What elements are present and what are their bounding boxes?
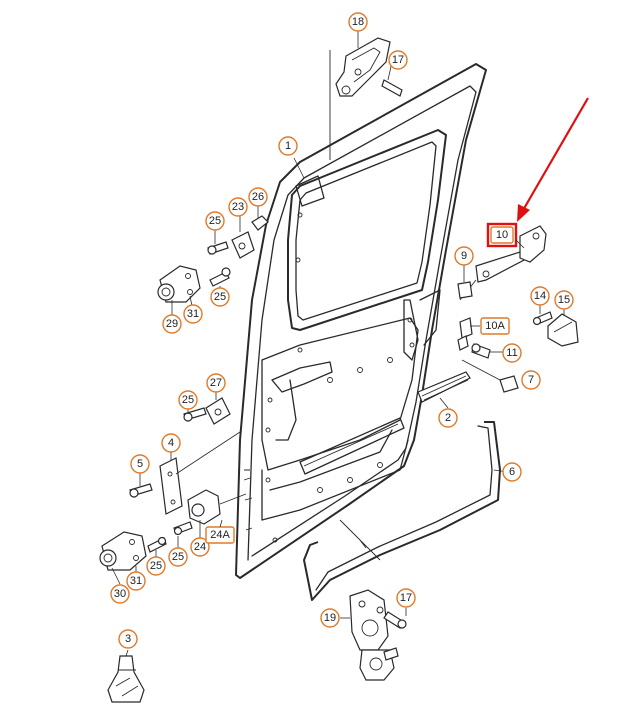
box-label-10a: 10A (480, 317, 510, 335)
part-11-bolt (471, 343, 491, 359)
part-3-cap (107, 655, 145, 703)
callout-7-label: 7 (528, 374, 534, 386)
lower-striker-group (99, 431, 247, 571)
callout-6: 6 (502, 462, 522, 482)
callout-17-bottom-label: 17 (400, 592, 412, 604)
callout-17-top-label: 17 (392, 54, 404, 66)
highlighted-part-10: 10 (486, 222, 525, 249)
box-label-10a-text: 10A (485, 320, 505, 332)
callout-25-middle-label: 25 (182, 394, 194, 406)
callout-2-label: 2 (445, 412, 451, 424)
callout-31-upper: 31 (183, 304, 203, 324)
callout-5-label: 5 (137, 458, 143, 470)
callout-7: 7 (521, 370, 541, 390)
callout-1: 1 (278, 136, 298, 156)
middle-striker-group (183, 392, 231, 425)
callout-17-top: 17 (388, 50, 408, 70)
callout-24: 24 (190, 537, 210, 557)
callout-24-label: 24 (194, 541, 206, 553)
callout-25-lower-b: 25 (146, 556, 166, 576)
callout-30-label: 30 (114, 588, 126, 600)
callout-26: 26 (248, 187, 268, 207)
callout-29: 29 (162, 314, 182, 334)
callout-3-label: 3 (125, 633, 131, 645)
part-15-bracket (547, 313, 579, 347)
callout-11: 11 (502, 343, 522, 363)
callout-25-middle: 25 (178, 390, 198, 410)
box-label-24a: 24A (205, 519, 235, 544)
callout-9-label: 9 (461, 250, 467, 262)
lower-hinge (349, 589, 407, 681)
part-14-screw (532, 311, 553, 326)
middle-roller-guide (459, 225, 547, 301)
door-seal (303, 421, 501, 601)
callout-15-label: 15 (558, 294, 570, 306)
callout-3: 3 (118, 629, 138, 649)
callout-23-label: 23 (232, 201, 244, 213)
callout-31-lower: 31 (126, 571, 146, 591)
callout-25-upper: 25 (205, 211, 225, 231)
callout-17-bottom: 17 (396, 588, 416, 608)
highlighted-part-10-label: 10 (496, 229, 508, 241)
upper-hinge (329, 37, 403, 160)
callout-19: 19 (320, 608, 340, 628)
callout-31-upper-label: 31 (187, 308, 199, 320)
callout-5: 5 (130, 454, 150, 474)
callout-2: 2 (438, 408, 458, 428)
callout-27: 27 (206, 373, 226, 393)
box-label-24a-text: 24A (210, 529, 230, 541)
callout-14-label: 14 (534, 290, 546, 302)
callout-30: 30 (110, 584, 130, 604)
callout-23: 23 (228, 197, 248, 217)
callout-11-label: 11 (506, 347, 517, 359)
callout-18-label: 18 (352, 16, 364, 28)
sill-trim-strip (417, 371, 471, 403)
callout-6-label: 6 (509, 466, 515, 478)
callout-25-second-label: 25 (214, 291, 226, 303)
red-arrow-indicator (517, 97, 589, 222)
callout-4: 4 (161, 433, 181, 453)
callout-31-lower-label: 31 (130, 575, 142, 587)
callout-4-label: 4 (168, 437, 174, 449)
part-9-bracket (457, 264, 473, 299)
callout-25-lower-b-label: 25 (150, 560, 162, 572)
callout-25-lower-a-label: 25 (172, 551, 184, 563)
callout-9: 9 (454, 246, 474, 266)
part-10a-bracket (457, 317, 473, 351)
callout-27-label: 27 (210, 377, 222, 389)
callout-15: 15 (554, 290, 574, 310)
sliding-door-panel (235, 63, 487, 579)
callout-1-label: 1 (285, 140, 291, 152)
upper-striker-group (157, 215, 269, 316)
callout-19-label: 19 (324, 612, 336, 624)
callout-25-second: 25 (210, 287, 230, 307)
part-7-pad (461, 359, 519, 393)
callout-14: 14 (530, 286, 550, 306)
callout-25-upper-label: 25 (209, 215, 221, 227)
callout-18: 18 (348, 12, 368, 32)
callout-29-label: 29 (166, 318, 178, 330)
callout-25-lower-a: 25 (168, 547, 188, 567)
callout-26-label: 26 (252, 191, 264, 203)
